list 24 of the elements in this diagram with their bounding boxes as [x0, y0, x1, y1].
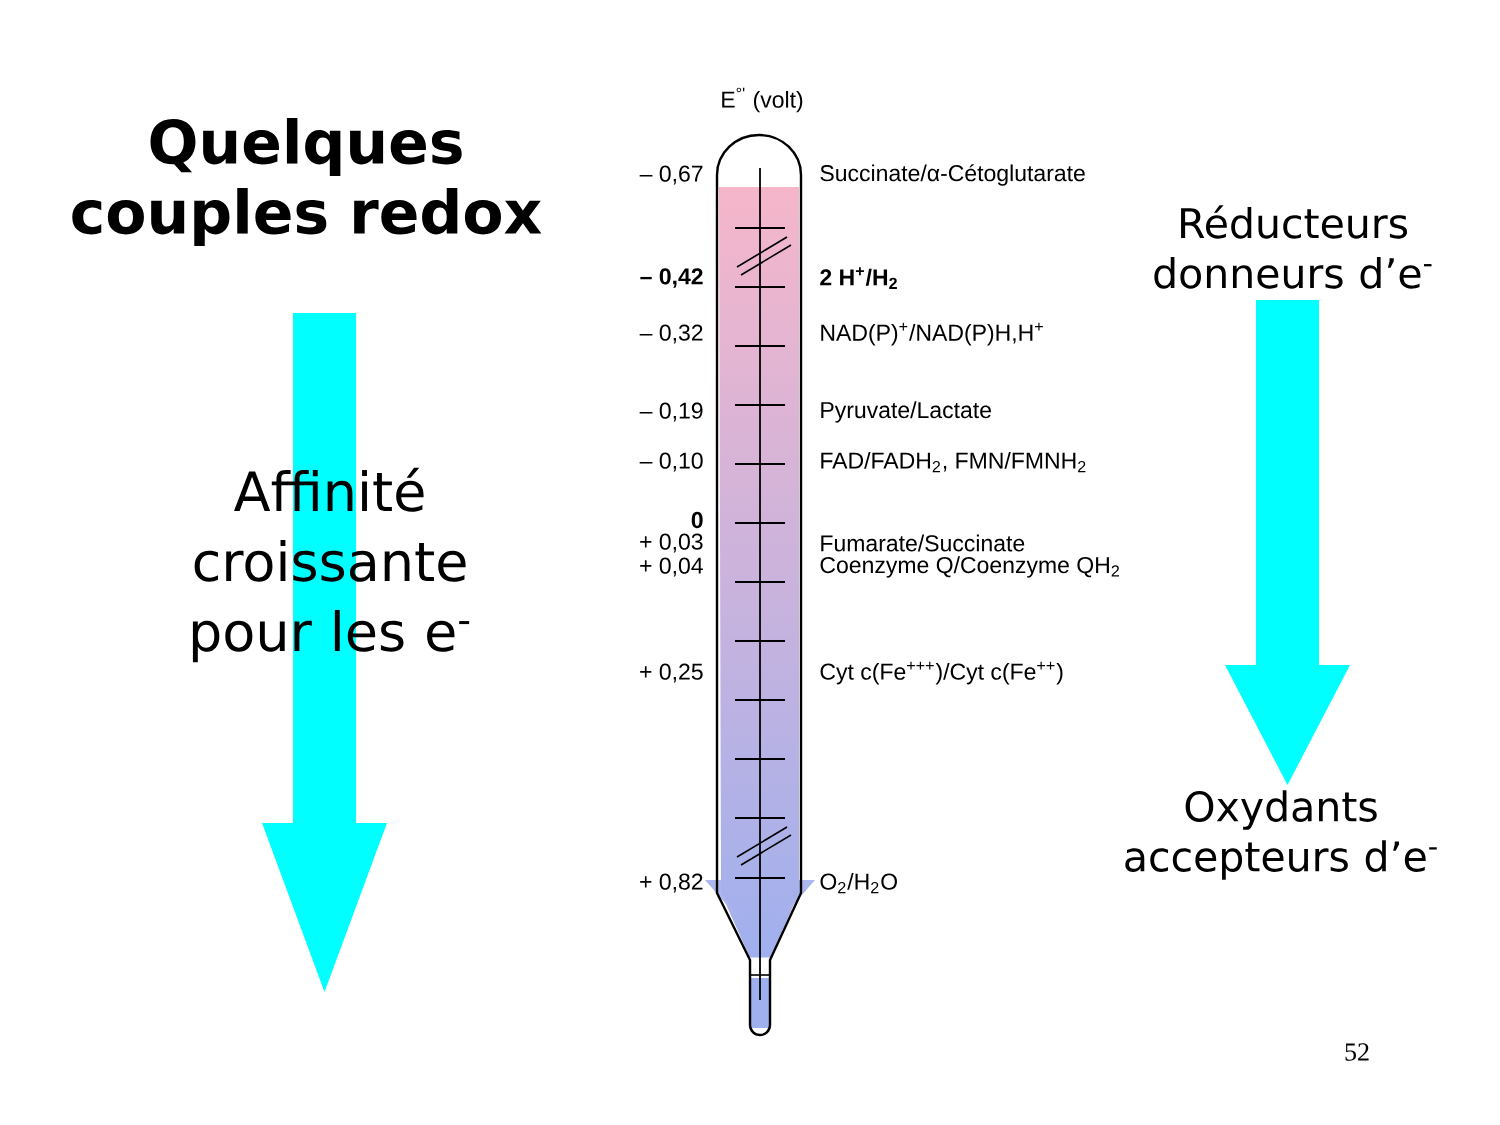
couple-label: Coenzyme Q/Coenzyme QH$_{2}$ — [820, 556, 1119, 578]
couple-label: FAD/FADH$_{2}$, FMN/FMNH$_{2}$ — [821, 451, 1086, 473]
couple-label: Cyt c(Fe$^{+++}$)/Cyt c(Fe$^{++}$) — [820, 661, 1063, 685]
couple-label: 2 H$^{+}$/H$_{2}$ — [820, 267, 897, 289]
scale-value: 0 — [691, 511, 703, 529]
title: Quelques couples redox — [72, 118, 542, 247]
axis-label: E$^{°'}$ (volt) — [722, 87, 803, 113]
scale-value: – 0,19 — [639, 402, 703, 422]
side-text: Réducteurs donneurs d’e$^{-}$ — [1154, 205, 1432, 289]
scale-value: + 0,04 — [640, 557, 703, 577]
scale-value: + 0,03 — [640, 533, 703, 553]
scale-value: + 0,82 — [640, 873, 703, 893]
couple-label: Succinate/α-Cétoglutarate — [820, 164, 1085, 186]
side-text: Oxydants accepteurs d’e$^{-}$ — [1125, 790, 1437, 880]
couple-label: O$_{2}$/H$_{2}$O — [820, 872, 897, 894]
scale-value: + 0,25 — [640, 663, 703, 683]
page-number: 52 — [1345, 1043, 1369, 1061]
couple-label: Fumarate/Succinate — [821, 534, 1025, 552]
couple-label: NAD(P)$^{+}$/NAD(P)H,H$^{+}$ — [821, 322, 1043, 346]
couple-label: Pyruvate/Lactate — [821, 401, 991, 423]
scale-value: – 0,10 — [639, 452, 703, 472]
scale-value: – 0,67 — [639, 165, 703, 185]
scale-value: – 0,32 — [639, 324, 703, 344]
scale-value: – 0,42 — [640, 268, 703, 288]
